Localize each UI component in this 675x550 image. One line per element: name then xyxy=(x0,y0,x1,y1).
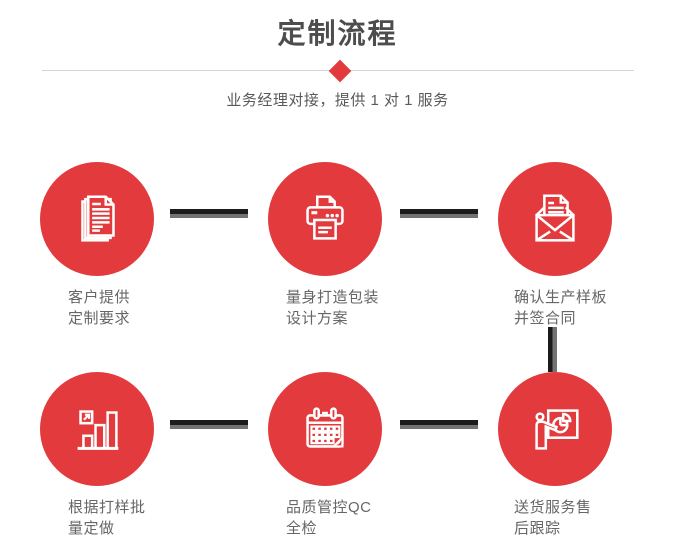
step-5-label: 品质管控QC 全检 xyxy=(286,497,372,539)
step-2-line2: 设计方案 xyxy=(286,310,349,327)
connector-step5-step6 xyxy=(400,420,478,429)
step-3-line1: 确认生产样板 xyxy=(514,289,608,306)
step-4-label: 根据打样批量定做 xyxy=(68,497,146,539)
step-6-circle xyxy=(498,372,612,486)
step-2-label: 量身打造包装设计方案 xyxy=(286,287,379,329)
step-1-circle xyxy=(40,162,154,276)
step-6-line2: 后跟踪 xyxy=(514,520,561,537)
step-4-circle xyxy=(40,372,154,486)
step-1-label: 客户提供定制要求 xyxy=(68,287,130,329)
connector-step3-step6 xyxy=(548,327,557,372)
step-3-circle xyxy=(498,162,612,276)
connector-step2-step3 xyxy=(400,209,478,218)
envelope-icon xyxy=(535,194,575,242)
subtitle: 业务经理对接，提供 1 对 1 服务 xyxy=(226,92,449,109)
step-2-line1: 量身打造包装 xyxy=(286,289,380,306)
step-1-line2: 定制要求 xyxy=(68,310,131,327)
step-6-label: 送货服务售后跟踪 xyxy=(514,497,592,539)
step-2-circle xyxy=(268,162,382,276)
step-5-line1: 品质管控QC xyxy=(286,499,372,516)
documents-icon xyxy=(81,195,115,242)
step-5-circle xyxy=(268,372,382,486)
bar-chart-icon xyxy=(77,410,119,450)
step-3-label: 确认生产样板并签合同 xyxy=(514,287,607,329)
step-4-line1: 根据打样批 xyxy=(68,499,146,516)
printer-icon xyxy=(306,195,344,240)
step-6-line1: 送货服务售 xyxy=(514,499,592,516)
step-5-line2: 全检 xyxy=(286,520,318,537)
connector-step4-step5 xyxy=(170,420,248,429)
step-4-line2: 量定做 xyxy=(68,520,115,537)
calendar-icon xyxy=(306,407,344,448)
diamond-icon xyxy=(328,59,352,83)
step-1-line1: 客户提供 xyxy=(68,289,131,306)
page-title: 定制流程 xyxy=(277,18,398,49)
step-3-line2: 并签合同 xyxy=(514,310,577,327)
presentation-icon xyxy=(535,409,579,450)
connector-step1-step2 xyxy=(170,209,248,218)
